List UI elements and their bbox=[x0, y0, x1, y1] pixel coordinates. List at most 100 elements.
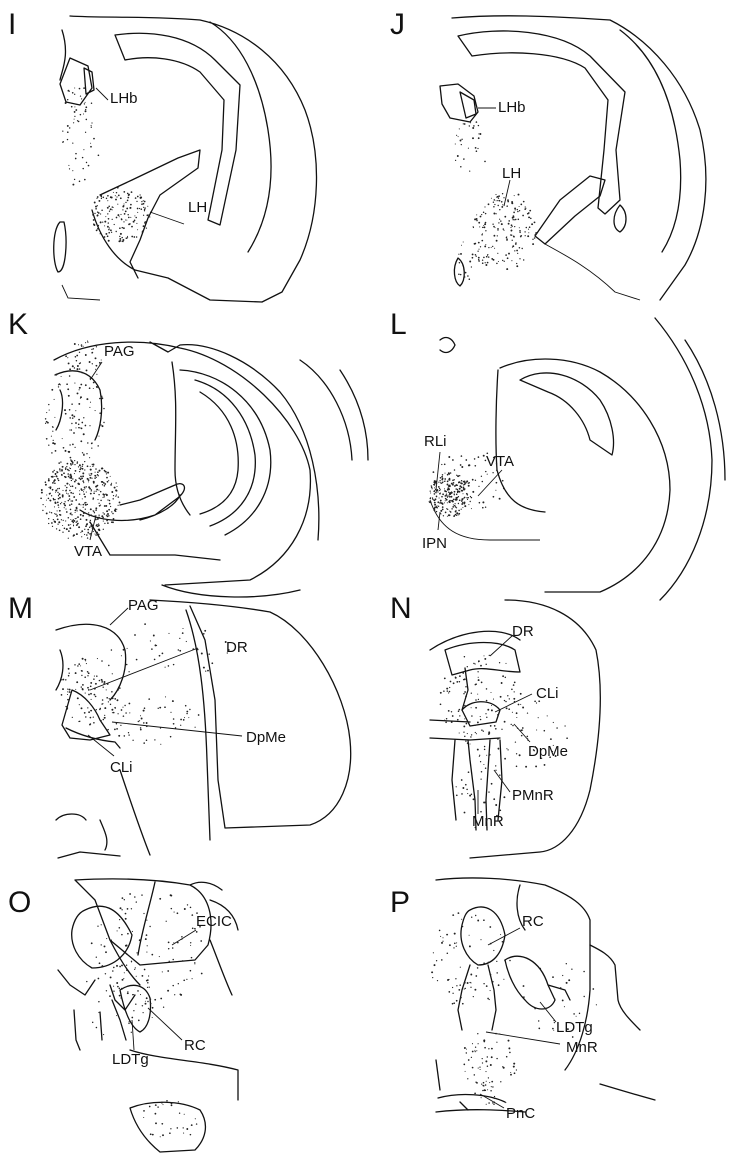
labelled-cell-dot bbox=[78, 344, 79, 345]
leader-pnc-p bbox=[480, 1094, 504, 1108]
labelled-cell-dot bbox=[53, 440, 54, 441]
labelled-cell-dot bbox=[481, 771, 483, 773]
labelled-cell-dot bbox=[98, 523, 99, 524]
labelled-cell-dot bbox=[87, 529, 89, 531]
labelled-cell-dot bbox=[438, 482, 439, 483]
labelled-cell-dot bbox=[159, 707, 161, 709]
labelled-cell-dot bbox=[79, 88, 81, 90]
labelled-cell-dot bbox=[482, 1090, 483, 1091]
labelled-cell-dot bbox=[98, 503, 99, 504]
labelled-cell-dot bbox=[583, 996, 584, 997]
labelled-cell-dot bbox=[442, 474, 443, 475]
labelled-cell-dot bbox=[103, 529, 104, 530]
labelled-cell-dot bbox=[83, 346, 84, 347]
labelled-cell-dot bbox=[144, 623, 146, 625]
labelled-cell-dot bbox=[481, 1084, 482, 1085]
panel-letter-k: K bbox=[8, 308, 28, 341]
labelled-cell-dot bbox=[467, 499, 468, 500]
labelled-cell-dot bbox=[468, 482, 470, 484]
labelled-cell-dot bbox=[485, 664, 486, 665]
labelled-cell-dot bbox=[69, 91, 70, 92]
labelled-cell-dot bbox=[510, 234, 511, 235]
labelled-cell-dot bbox=[516, 250, 518, 252]
labelled-cell-dot bbox=[59, 469, 60, 470]
labelled-cell-dot bbox=[553, 722, 554, 723]
labelled-cell-dot bbox=[127, 986, 128, 987]
leader-rli-l bbox=[436, 452, 440, 490]
labelled-cell-dot bbox=[466, 497, 467, 498]
labelled-cell-dot bbox=[503, 230, 504, 231]
labelled-cell-dot bbox=[522, 215, 524, 217]
labelled-cell-dot bbox=[527, 235, 529, 237]
labelled-cell-dot bbox=[474, 458, 476, 460]
labelled-cell-dot bbox=[458, 710, 460, 712]
label-lh-i: LH bbox=[188, 199, 207, 216]
labelled-cell-dot bbox=[48, 518, 49, 519]
labelled-cell-dot bbox=[69, 689, 71, 691]
labelled-cell-dot bbox=[489, 655, 490, 656]
labelled-cell-dot bbox=[101, 481, 103, 483]
labelled-cell-dot bbox=[495, 770, 496, 771]
labelled-cell-dot bbox=[148, 975, 149, 976]
labelled-cell-dot bbox=[456, 942, 457, 943]
labelled-cell-dot bbox=[104, 945, 106, 947]
labelled-cell-dot bbox=[98, 494, 99, 495]
labelled-cell-dot bbox=[87, 671, 89, 673]
labelled-cell-dot bbox=[57, 504, 59, 506]
label-lhb-i: LHb bbox=[110, 90, 138, 107]
labelled-cell-dot bbox=[112, 673, 113, 674]
labelled-cell-dot bbox=[476, 733, 477, 734]
labelled-cell-dot bbox=[64, 528, 66, 530]
labelled-cell-dot bbox=[440, 936, 441, 937]
labelled-cell-dot bbox=[492, 246, 493, 247]
labelled-cell-dot bbox=[571, 969, 572, 970]
labelled-cell-dot bbox=[483, 655, 484, 656]
right-lobe-p bbox=[590, 945, 640, 1030]
labelled-cell-dot bbox=[544, 730, 546, 732]
labelled-cell-dot bbox=[76, 520, 77, 521]
labelled-cell-dot bbox=[142, 1005, 143, 1006]
labelled-cell-dot bbox=[127, 991, 128, 992]
labelled-cell-dot bbox=[89, 533, 91, 535]
labelled-cell-dot bbox=[162, 971, 163, 972]
labelled-cell-dot bbox=[466, 1052, 467, 1053]
labelled-cell-dot bbox=[481, 234, 483, 236]
labelled-cell-dot bbox=[550, 738, 552, 740]
labelled-cell-dot bbox=[449, 691, 451, 693]
labelled-cell-dot bbox=[501, 729, 502, 730]
labelled-cell-dot bbox=[77, 516, 79, 518]
labelled-cell-dot bbox=[52, 526, 53, 527]
labelled-cell-dot bbox=[160, 998, 162, 1000]
labelled-cell-dot bbox=[100, 424, 101, 425]
labelled-cell-dot bbox=[72, 444, 74, 446]
labelled-cell-dot bbox=[514, 250, 515, 251]
labelled-cell-dot bbox=[107, 226, 109, 228]
labelled-cell-dot bbox=[535, 746, 536, 747]
labelled-cell-dot bbox=[52, 471, 54, 473]
labelled-cell-dot bbox=[83, 489, 84, 490]
labelled-cell-dot bbox=[104, 715, 105, 716]
labelled-cell-dot bbox=[177, 942, 179, 944]
labelled-cell-dot bbox=[484, 749, 486, 751]
labelled-cell-dot bbox=[431, 486, 432, 487]
labelled-cell-dot bbox=[71, 514, 72, 515]
labelled-cell-dot bbox=[133, 1010, 134, 1011]
labelled-cell-dot bbox=[502, 480, 504, 482]
labelled-cell-dot bbox=[123, 203, 124, 204]
labelled-cell-dot bbox=[96, 709, 97, 710]
labelled-cell-dot bbox=[91, 103, 92, 104]
labelled-cell-dot bbox=[505, 701, 506, 702]
labelled-cell-dot bbox=[79, 469, 81, 471]
labelled-cell-dot bbox=[517, 728, 518, 729]
labelled-cell-dot bbox=[122, 209, 123, 210]
labelled-cell-dot bbox=[99, 364, 100, 365]
labelled-cell-dot bbox=[463, 484, 464, 485]
labelled-cell-dot bbox=[53, 519, 54, 520]
labelled-cell-dot bbox=[45, 423, 46, 424]
labelled-cell-dot bbox=[78, 466, 79, 467]
labelled-cell-dot bbox=[433, 952, 434, 953]
label-dr-n: DR bbox=[512, 623, 534, 640]
labelled-cell-dot bbox=[490, 1090, 492, 1092]
labelled-cell-dot bbox=[190, 1134, 192, 1136]
